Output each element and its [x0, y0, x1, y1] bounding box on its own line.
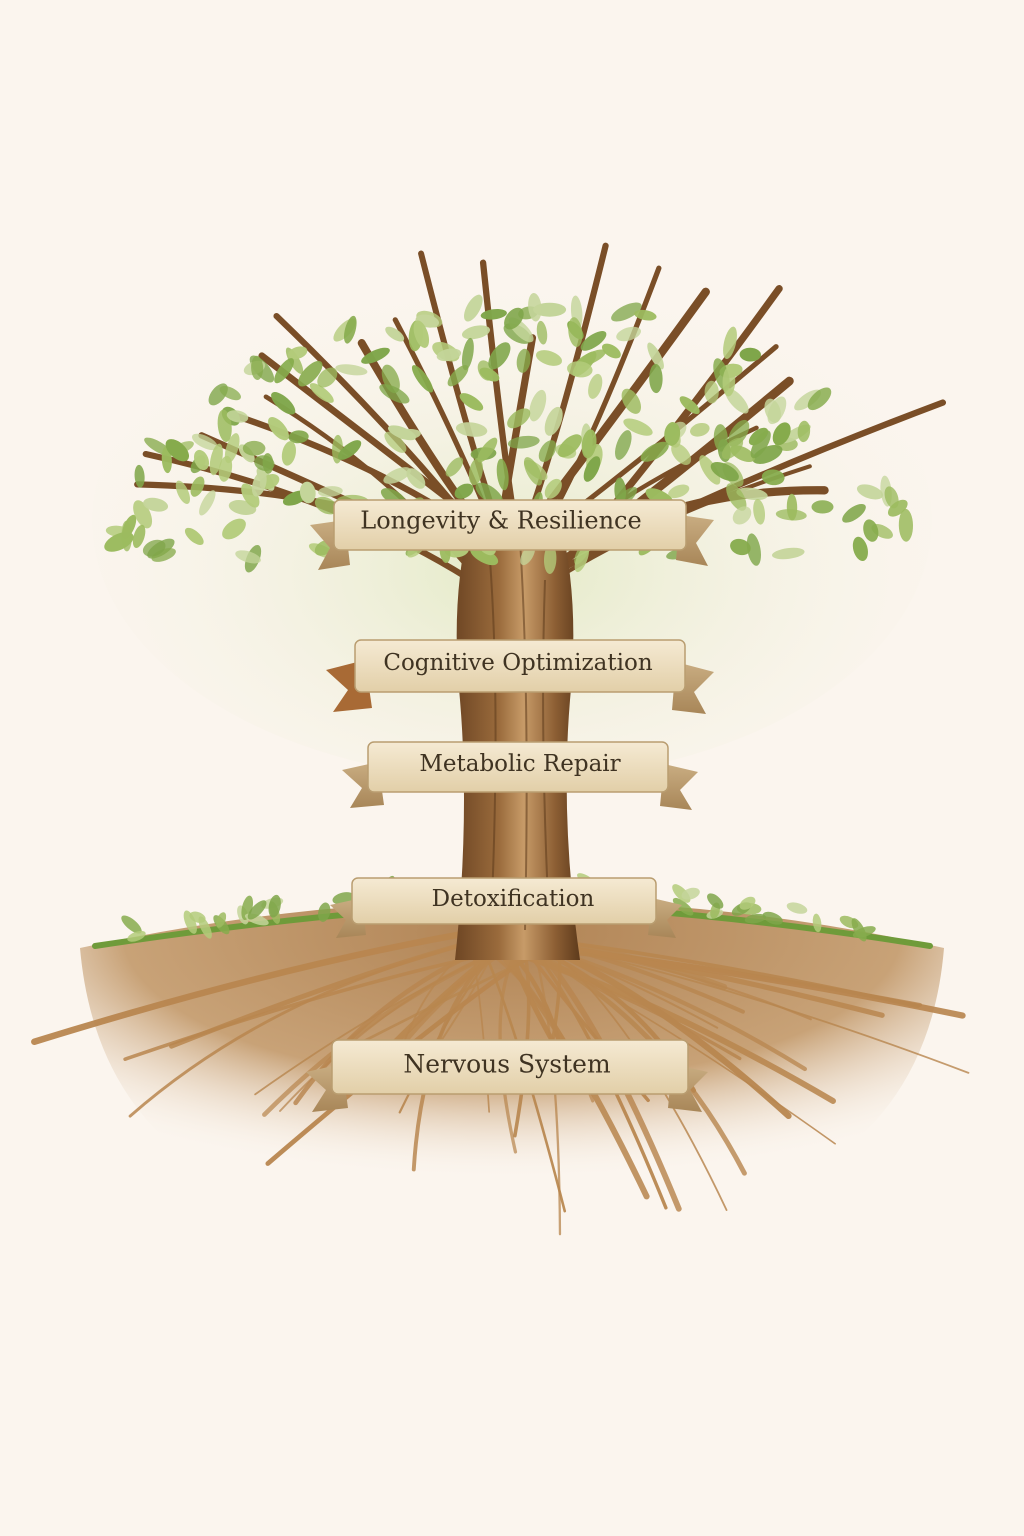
leaf	[812, 500, 834, 513]
leaf	[243, 441, 266, 456]
level-label-metabolic: Metabolic Repair	[419, 751, 620, 777]
level-label-longevity: Longevity & Resilience	[360, 507, 641, 535]
level-label-cognitive: Cognitive Optimization	[383, 650, 652, 676]
ground-leaf	[785, 900, 808, 916]
level-label-detox: Detoxification	[432, 886, 595, 912]
level-label-nervous: Nervous System	[403, 1050, 611, 1079]
